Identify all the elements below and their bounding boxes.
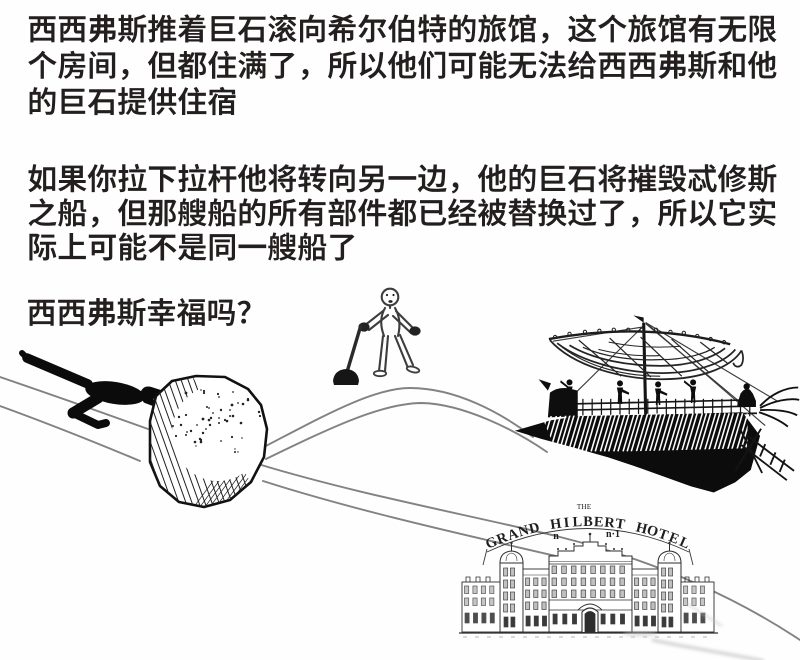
- svg-text:I: I: [563, 515, 571, 532]
- svg-text:R: R: [604, 515, 617, 532]
- svg-text:H: H: [549, 516, 562, 533]
- svg-text:n: n: [553, 531, 559, 542]
- svg-text:T: T: [614, 516, 626, 533]
- svg-text:E: E: [594, 514, 604, 530]
- svg-text:H: H: [634, 519, 649, 537]
- svg-text:n·1: n·1: [606, 529, 620, 540]
- svg-text:D: D: [527, 520, 541, 538]
- svg-text:THE: THE: [577, 502, 592, 511]
- svg-text:B: B: [583, 514, 593, 530]
- svg-text:L: L: [572, 514, 582, 530]
- svg-text:O: O: [645, 522, 660, 540]
